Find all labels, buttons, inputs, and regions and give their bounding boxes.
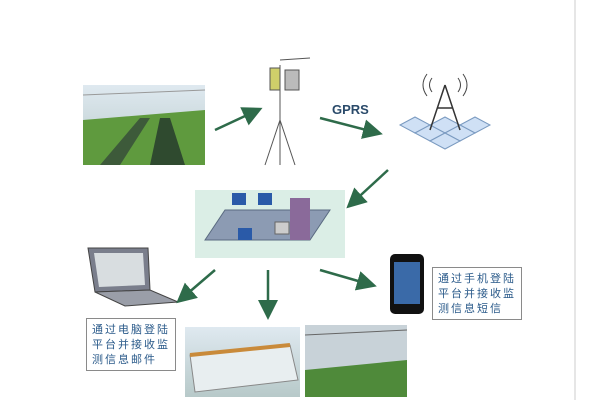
network-server-icon [195, 190, 345, 258]
caption-line: 测信息短信 [438, 302, 503, 315]
caption-line: 通过电脑登陆 [92, 323, 170, 336]
caption-line: 平台并接收监 [92, 338, 170, 351]
greenhouse-photo-interior [304, 325, 408, 397]
computer-caption: 通过电脑登陆 平台并接收监 测信息邮件 [86, 318, 176, 371]
caption-line: 测信息邮件 [92, 353, 157, 366]
smartphone-icon [390, 254, 424, 314]
caption-line: 平台并接收监 [438, 287, 516, 300]
cell-tower-icon [398, 73, 492, 150]
greenhouse-photo [82, 85, 206, 165]
caption-line: 通过手机登陆 [438, 272, 516, 285]
laptop-icon [87, 247, 179, 307]
weather-station-icon [264, 57, 311, 166]
gprs-label: GPRS [332, 102, 369, 117]
greenhouse-photo-exterior [185, 327, 300, 397]
phone-caption: 通过手机登陆 平台并接收监 测信息短信 [432, 267, 522, 320]
flow-arrows [176, 107, 389, 320]
